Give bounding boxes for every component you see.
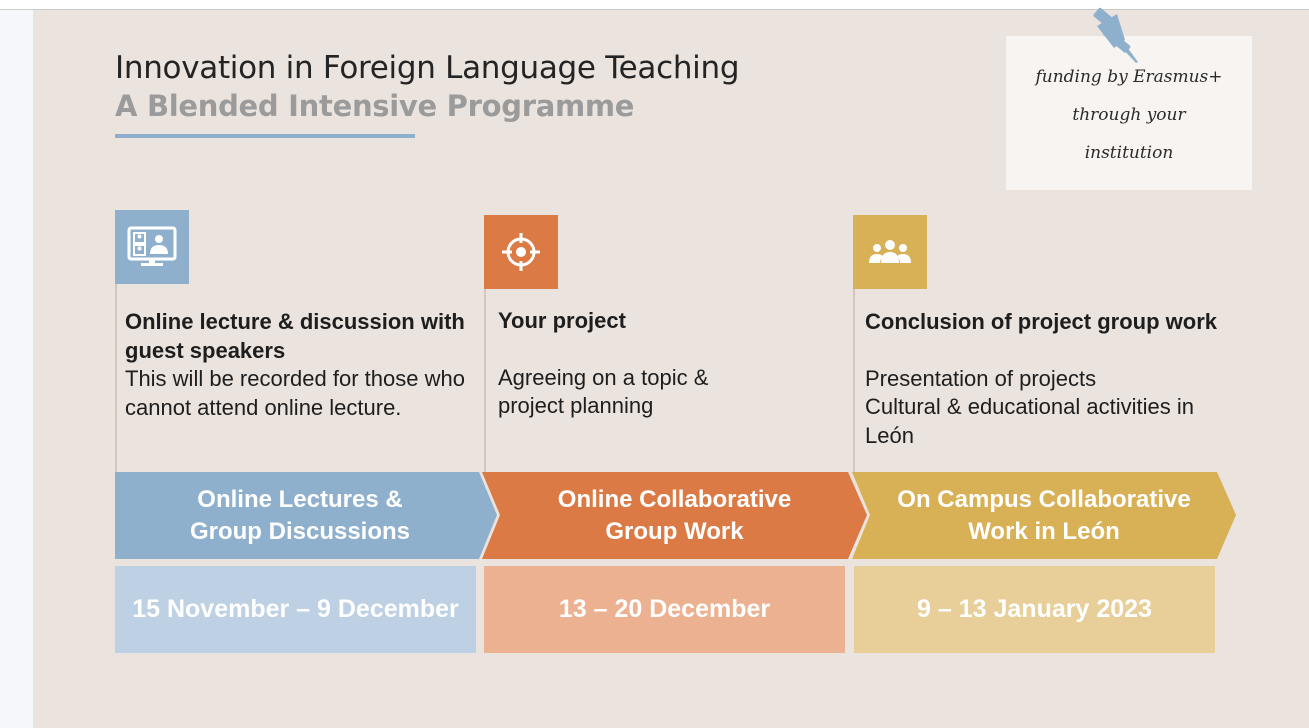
phase-1-dates: 15 November – 9 December xyxy=(115,566,476,653)
editor-left-margin xyxy=(0,10,33,728)
note-line-2: through your xyxy=(1072,105,1186,125)
phase-2-description: Your project Agreeing on a topic & proje… xyxy=(498,307,838,421)
column-divider-2 xyxy=(484,288,486,473)
phase-1-arrow-shape xyxy=(115,472,497,559)
target-icon xyxy=(502,233,540,271)
title-underline xyxy=(115,134,415,138)
video-conference-icon xyxy=(127,226,177,266)
phase-3-text: Presentation of projects Cultural & educ… xyxy=(865,365,1194,448)
slide-title: Innovation in Foreign Language Teaching xyxy=(115,50,740,86)
column-divider-3 xyxy=(853,288,855,473)
phase-2-band: Online Collaborative Group Work xyxy=(482,472,867,559)
phase-2-arrow-shape xyxy=(482,472,867,559)
sticky-note: funding by Erasmus+ through your institu… xyxy=(1006,36,1252,190)
phase-1-heading: Online lecture & discussion with guest s… xyxy=(125,309,465,363)
phase-3-dates: 9 – 13 January 2023 xyxy=(854,566,1215,653)
phase-1-band: Online Lectures & Group Discussions xyxy=(115,472,497,559)
phase-2-band-label: Online Collaborative Group Work xyxy=(557,485,792,545)
phase-1-description: Online lecture & discussion with guest s… xyxy=(125,308,470,422)
phase-1-band-label: Online Lectures & Group Discussions xyxy=(189,485,411,545)
phase-3-icon-box xyxy=(853,215,927,289)
phase-2-icon-box xyxy=(484,215,558,289)
group-icon xyxy=(869,240,911,263)
phase-3-arrow-shape xyxy=(852,472,1236,559)
phase-3-band-label: On Campus Collaborative Work in León xyxy=(897,485,1191,545)
phase-3-band: On Campus Collaborative Work in León xyxy=(852,472,1236,559)
phase-1-icon-box xyxy=(115,210,189,284)
phase-2-text: Agreeing on a topic & project planning xyxy=(498,364,709,419)
note-line-1: funding by Erasmus+ xyxy=(1035,67,1223,87)
column-divider-1 xyxy=(115,284,117,473)
slide-subtitle: A Blended Intensive Programme xyxy=(115,89,635,123)
phase-2-heading: Your project xyxy=(498,308,626,333)
pushpin-icon xyxy=(1093,7,1138,63)
phase-3-description: Conclusion of project group work Present… xyxy=(865,308,1225,450)
window-top-border xyxy=(0,9,1309,10)
phase-2-dates: 13 – 20 December xyxy=(484,566,845,653)
phase-3-heading: Conclusion of project group work xyxy=(865,309,1217,334)
note-line-3: institution xyxy=(1084,143,1174,163)
phase-1-text: This will be recorded for those who cann… xyxy=(125,366,465,420)
